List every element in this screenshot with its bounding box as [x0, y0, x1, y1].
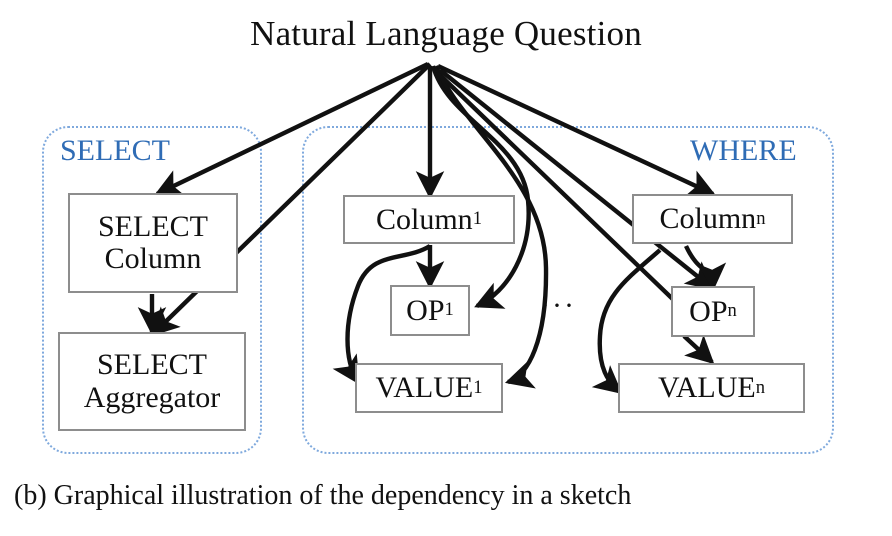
ellipsis-between-groups: ··· [540, 289, 576, 322]
node-value-n-subscript: n [755, 376, 766, 398]
node-value-n-label: VALUE [657, 371, 756, 404]
node-column-n-subscript: n [756, 207, 766, 229]
node-select-column[interactable]: SELECT Column [68, 193, 238, 293]
node-column-1-subscript: 1 [472, 208, 482, 230]
figure-caption: (b) Graphical illustration of the depend… [14, 480, 632, 511]
node-op-n-label: OP [689, 294, 728, 328]
node-column-1-label: Column [376, 202, 473, 236]
node-value-1-label: VALUE [375, 371, 474, 404]
node-op-1-subscript: 1 [444, 299, 454, 321]
natural-language-question-title: Natural Language Question [250, 14, 642, 53]
node-select-aggregator-line1: SELECT [97, 348, 207, 382]
node-select-column-line1: SELECT [98, 209, 208, 243]
node-select-column-line2: Column [104, 242, 202, 275]
node-value-1-subscript: 1 [473, 376, 483, 398]
panel-label-select: SELECT [60, 134, 170, 167]
node-op-n-subscript: n [727, 300, 737, 322]
node-column-n-label: Column [659, 202, 757, 235]
node-op-1-label: OP [406, 293, 445, 327]
node-select-aggregator[interactable]: SELECT Aggregator [58, 332, 246, 431]
panel-label-where: WHERE [690, 134, 797, 167]
node-select-aggregator-line2: Aggregator [83, 380, 221, 414]
